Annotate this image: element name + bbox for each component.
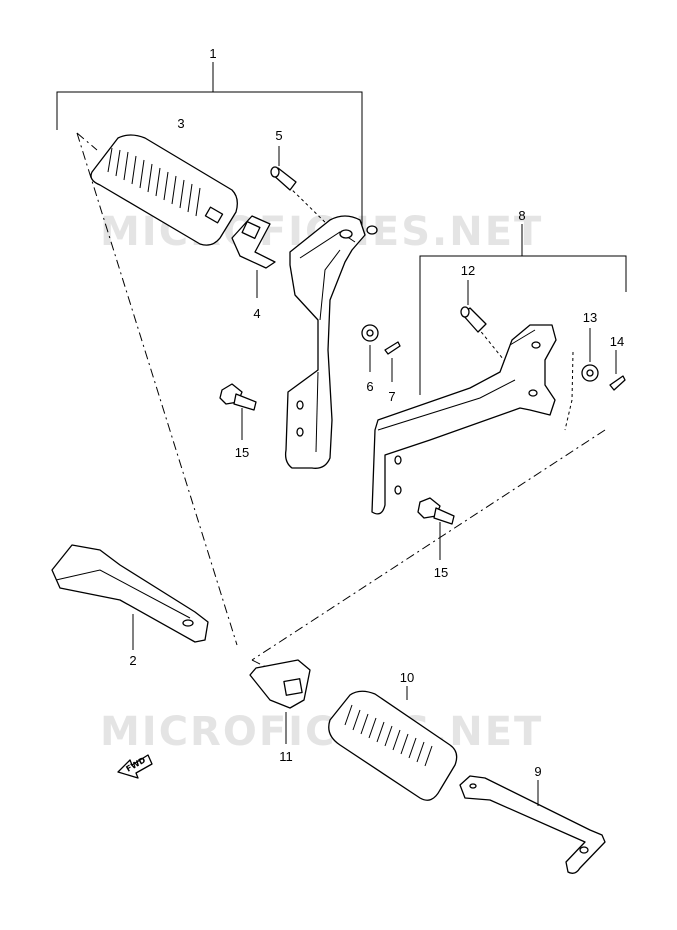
part-2-step	[51, 544, 209, 650]
part-8-bracket	[371, 324, 557, 515]
callout-12: 12	[461, 263, 475, 278]
part-15a-bolt	[219, 383, 257, 440]
part-3-footrest-rubber	[90, 134, 238, 246]
callout-5: 5	[275, 128, 282, 143]
watermark-bottom: MICROFICHES.NET	[100, 709, 543, 755]
part-9-step-bar	[459, 775, 606, 874]
leader-line-a	[76, 132, 238, 646]
pin-axis-right	[564, 351, 574, 431]
part-14-pin	[609, 350, 626, 391]
part-7-pin	[384, 341, 401, 382]
part-12-bolt	[460, 280, 487, 333]
callout-6: 6	[366, 379, 373, 394]
callout-7: 7	[388, 389, 395, 404]
part-15b-bolt	[417, 497, 455, 560]
part-11-plate	[249, 659, 311, 744]
callout-9: 9	[534, 764, 541, 779]
part-6-washer	[361, 324, 379, 372]
callout-3: 3	[177, 116, 184, 131]
fwd-arrow-icon: FWD	[117, 754, 153, 779]
part-10-footrest-rubber	[328, 686, 458, 801]
callout-14: 14	[610, 334, 624, 349]
bracket-assembly-1	[56, 62, 363, 228]
leader-line-c	[251, 429, 606, 661]
part-13-washer	[581, 328, 599, 382]
callout-15b: 15	[434, 565, 448, 580]
callout-13: 13	[583, 310, 597, 325]
callout-10: 10	[400, 670, 414, 685]
callout-8: 8	[518, 208, 525, 223]
callout-11: 11	[279, 749, 293, 764]
leader-line-b	[76, 132, 98, 151]
callout-2: 2	[129, 653, 136, 668]
callout-1: 1	[209, 46, 216, 61]
callout-15a: 15	[235, 445, 249, 460]
part-1-bracket	[284, 215, 378, 469]
part-5-bolt	[270, 146, 297, 191]
part-4-plate	[231, 215, 276, 298]
callout-4: 4	[253, 306, 260, 321]
bracket-assembly-8	[419, 224, 627, 395]
